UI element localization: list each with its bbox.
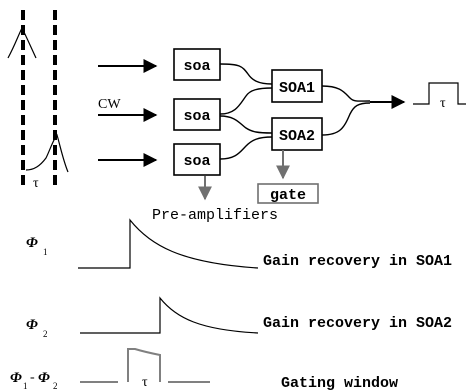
phi-diff-subscript-a: 1 <box>23 381 28 390</box>
phi2-row: Φ 2 Gain recovery in SOA2 <box>26 296 452 339</box>
gating-row: Φ 1 - Φ 2 τ Gating window <box>10 348 398 390</box>
phi2-symbol: Φ <box>26 317 38 333</box>
cw-label: CW <box>98 97 121 112</box>
gating-caption: Gating window <box>281 375 398 390</box>
soa-middle-label: soa <box>183 108 210 125</box>
gate-label: gate <box>270 187 306 204</box>
phi1-subscript: 1 <box>43 247 48 257</box>
soa-bottom-label: soa <box>183 153 210 170</box>
soa2-block: SOA2 <box>271 117 323 151</box>
soa1-caption: Gain recovery in SOA1 <box>263 253 452 270</box>
phi-diff-minus: - <box>30 370 35 385</box>
gating-window-trace <box>127 348 161 382</box>
phi1-symbol: Φ <box>26 235 38 251</box>
output-tau-label: τ <box>440 96 446 111</box>
phi2-subscript: 2 <box>43 329 48 339</box>
phi1-trace <box>78 218 259 269</box>
soa2-caption: Gain recovery in SOA2 <box>263 315 452 332</box>
phi-diff-subscript-b: 2 <box>53 381 58 390</box>
input-tau-label: τ <box>33 176 39 191</box>
soa-top-label: soa <box>183 58 210 75</box>
soa1-block: SOA1 <box>271 69 323 103</box>
gate-block: gate <box>257 183 319 204</box>
phi2-trace <box>80 296 259 334</box>
preamplifiers-label: Pre-amplifiers <box>152 207 278 224</box>
gating-tau-label: τ <box>142 375 148 390</box>
soa2-label: SOA2 <box>279 128 315 145</box>
input-pulse-top <box>7 26 37 59</box>
output-pulse <box>413 82 466 105</box>
soa-middle-block: soa <box>173 98 221 131</box>
input-pulse-bottom <box>25 133 69 173</box>
soa-top-block: soa <box>173 48 221 81</box>
connection-lines <box>219 63 371 160</box>
phi-diff-symbol-a: Φ <box>10 370 22 386</box>
soa1-label: SOA1 <box>279 80 315 97</box>
phi1-row: Φ 1 Gain recovery in SOA1 <box>26 218 452 270</box>
input-window: τ <box>7 10 69 191</box>
phi-diff-symbol-b: Φ <box>38 370 50 386</box>
soa-bottom-block: soa <box>173 143 221 176</box>
